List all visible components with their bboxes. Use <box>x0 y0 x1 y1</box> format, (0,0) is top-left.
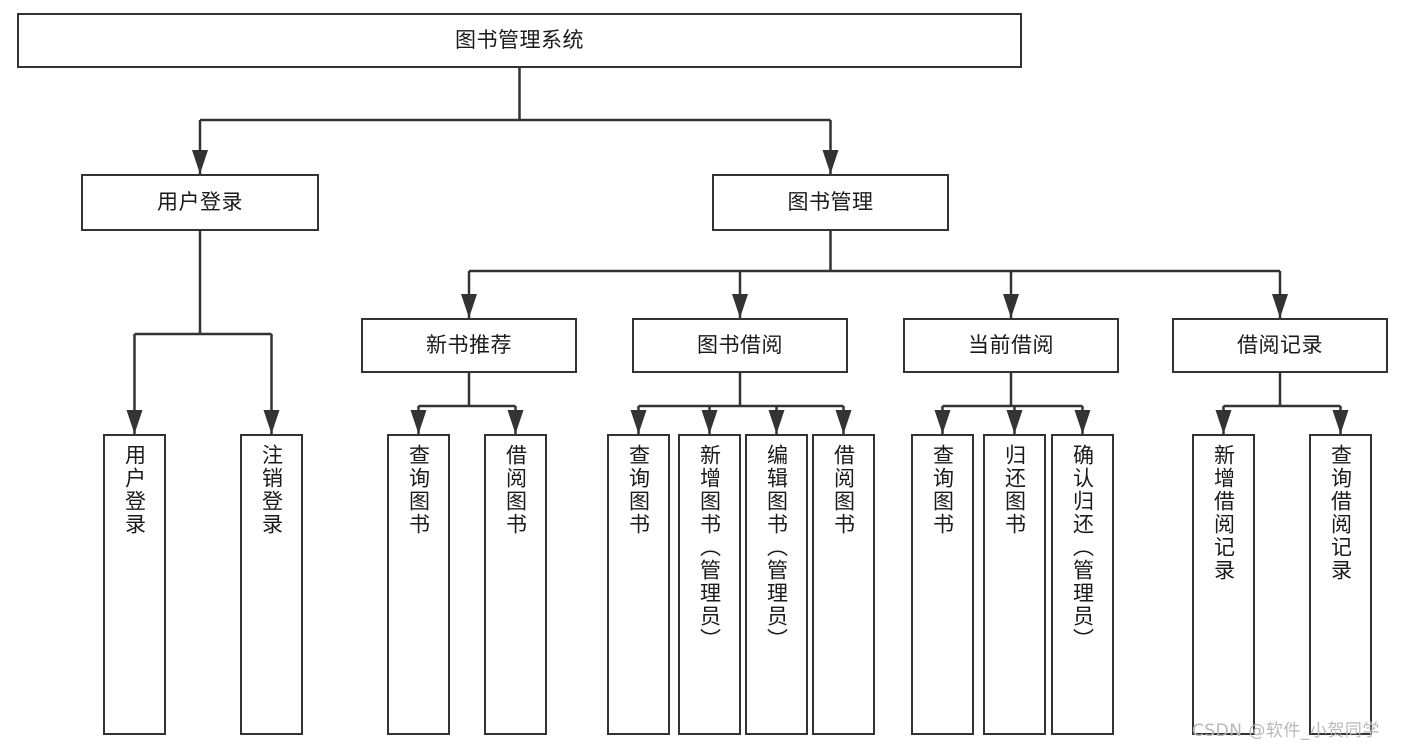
node-leaf-cb-confirm[interactable]: 确认归还（管理员） <box>1051 434 1114 735</box>
node-label: 归还图书 <box>1002 444 1027 536</box>
node-leaf-bb-add[interactable]: 新增图书（管理员） <box>678 434 741 735</box>
node-borrow-record[interactable]: 借阅记录 <box>1172 318 1388 373</box>
node-leaf-br-query[interactable]: 查询借阅记录 <box>1309 434 1372 735</box>
node-label: 图书借阅 <box>697 333 783 358</box>
node-label: 新增借阅记录 <box>1211 444 1236 582</box>
node-label: 查询图书 <box>626 444 651 536</box>
node-new-book-rec[interactable]: 新书推荐 <box>361 318 577 373</box>
node-label: 查询图书 <box>930 444 955 536</box>
edge-arrowhead <box>1006 410 1023 434</box>
edge-arrowhead <box>126 410 143 434</box>
node-label: 借阅图书 <box>831 444 856 536</box>
edge-arrowhead <box>1003 294 1019 318</box>
node-label: 用户登录 <box>157 190 243 215</box>
edge-arrowhead <box>768 410 785 434</box>
edge-arrowhead <box>507 410 524 434</box>
node-label: 确认归还（管理员） <box>1070 444 1095 651</box>
node-label: 借阅图书 <box>503 444 528 536</box>
node-book-borrow[interactable]: 图书借阅 <box>632 318 848 373</box>
node-leaf-bb-borrow[interactable]: 借阅图书 <box>812 434 875 735</box>
node-leaf-bb-query[interactable]: 查询图书 <box>607 434 670 735</box>
edge-arrowhead <box>732 294 748 318</box>
node-label: 图书管理系统 <box>455 28 584 53</box>
edge-arrowhead <box>410 410 427 434</box>
node-leaf-nr-query[interactable]: 查询图书 <box>387 434 450 735</box>
edge-arrowhead <box>1272 294 1288 318</box>
edge-arrowhead <box>630 410 647 434</box>
node-leaf-logout[interactable]: 注销登录 <box>240 434 303 735</box>
node-leaf-cb-return[interactable]: 归还图书 <box>983 434 1046 735</box>
node-leaf-cb-query[interactable]: 查询图书 <box>911 434 974 735</box>
node-current-borrow[interactable]: 当前借阅 <box>903 318 1119 373</box>
edge-arrowhead <box>934 410 951 434</box>
edge-arrowhead <box>835 410 852 434</box>
node-label: 当前借阅 <box>968 333 1054 358</box>
node-leaf-user-login[interactable]: 用户登录 <box>103 434 166 735</box>
edge-arrowhead <box>1074 410 1091 434</box>
node-root[interactable]: 图书管理系统 <box>17 13 1022 68</box>
node-label: 新书推荐 <box>426 333 512 358</box>
node-leaf-bb-edit[interactable]: 编辑图书（管理员） <box>745 434 808 735</box>
edge-arrowhead <box>263 410 280 434</box>
node-user-login[interactable]: 用户登录 <box>81 174 319 231</box>
node-book-manage[interactable]: 图书管理 <box>712 174 949 231</box>
edge-arrowhead <box>461 294 477 318</box>
edge-arrowhead <box>192 150 208 174</box>
node-label: 借阅记录 <box>1237 333 1323 358</box>
edge-arrowhead <box>822 150 839 174</box>
node-leaf-br-add[interactable]: 新增借阅记录 <box>1192 434 1255 735</box>
edge-arrowhead <box>1332 410 1349 434</box>
node-label: 新增图书（管理员） <box>697 444 722 651</box>
watermark: CSDN @软件_小贺同学 <box>1192 721 1380 741</box>
node-label: 图书管理 <box>787 190 874 215</box>
edge-arrowhead <box>701 410 718 434</box>
node-label: 注销登录 <box>259 444 284 536</box>
node-label: 用户登录 <box>122 444 147 536</box>
node-label: 查询借阅记录 <box>1328 444 1353 582</box>
node-leaf-nr-borrow[interactable]: 借阅图书 <box>484 434 547 735</box>
node-label: 编辑图书（管理员） <box>764 444 789 651</box>
edge-arrowhead <box>1215 410 1232 434</box>
node-label: 查询图书 <box>406 444 431 536</box>
